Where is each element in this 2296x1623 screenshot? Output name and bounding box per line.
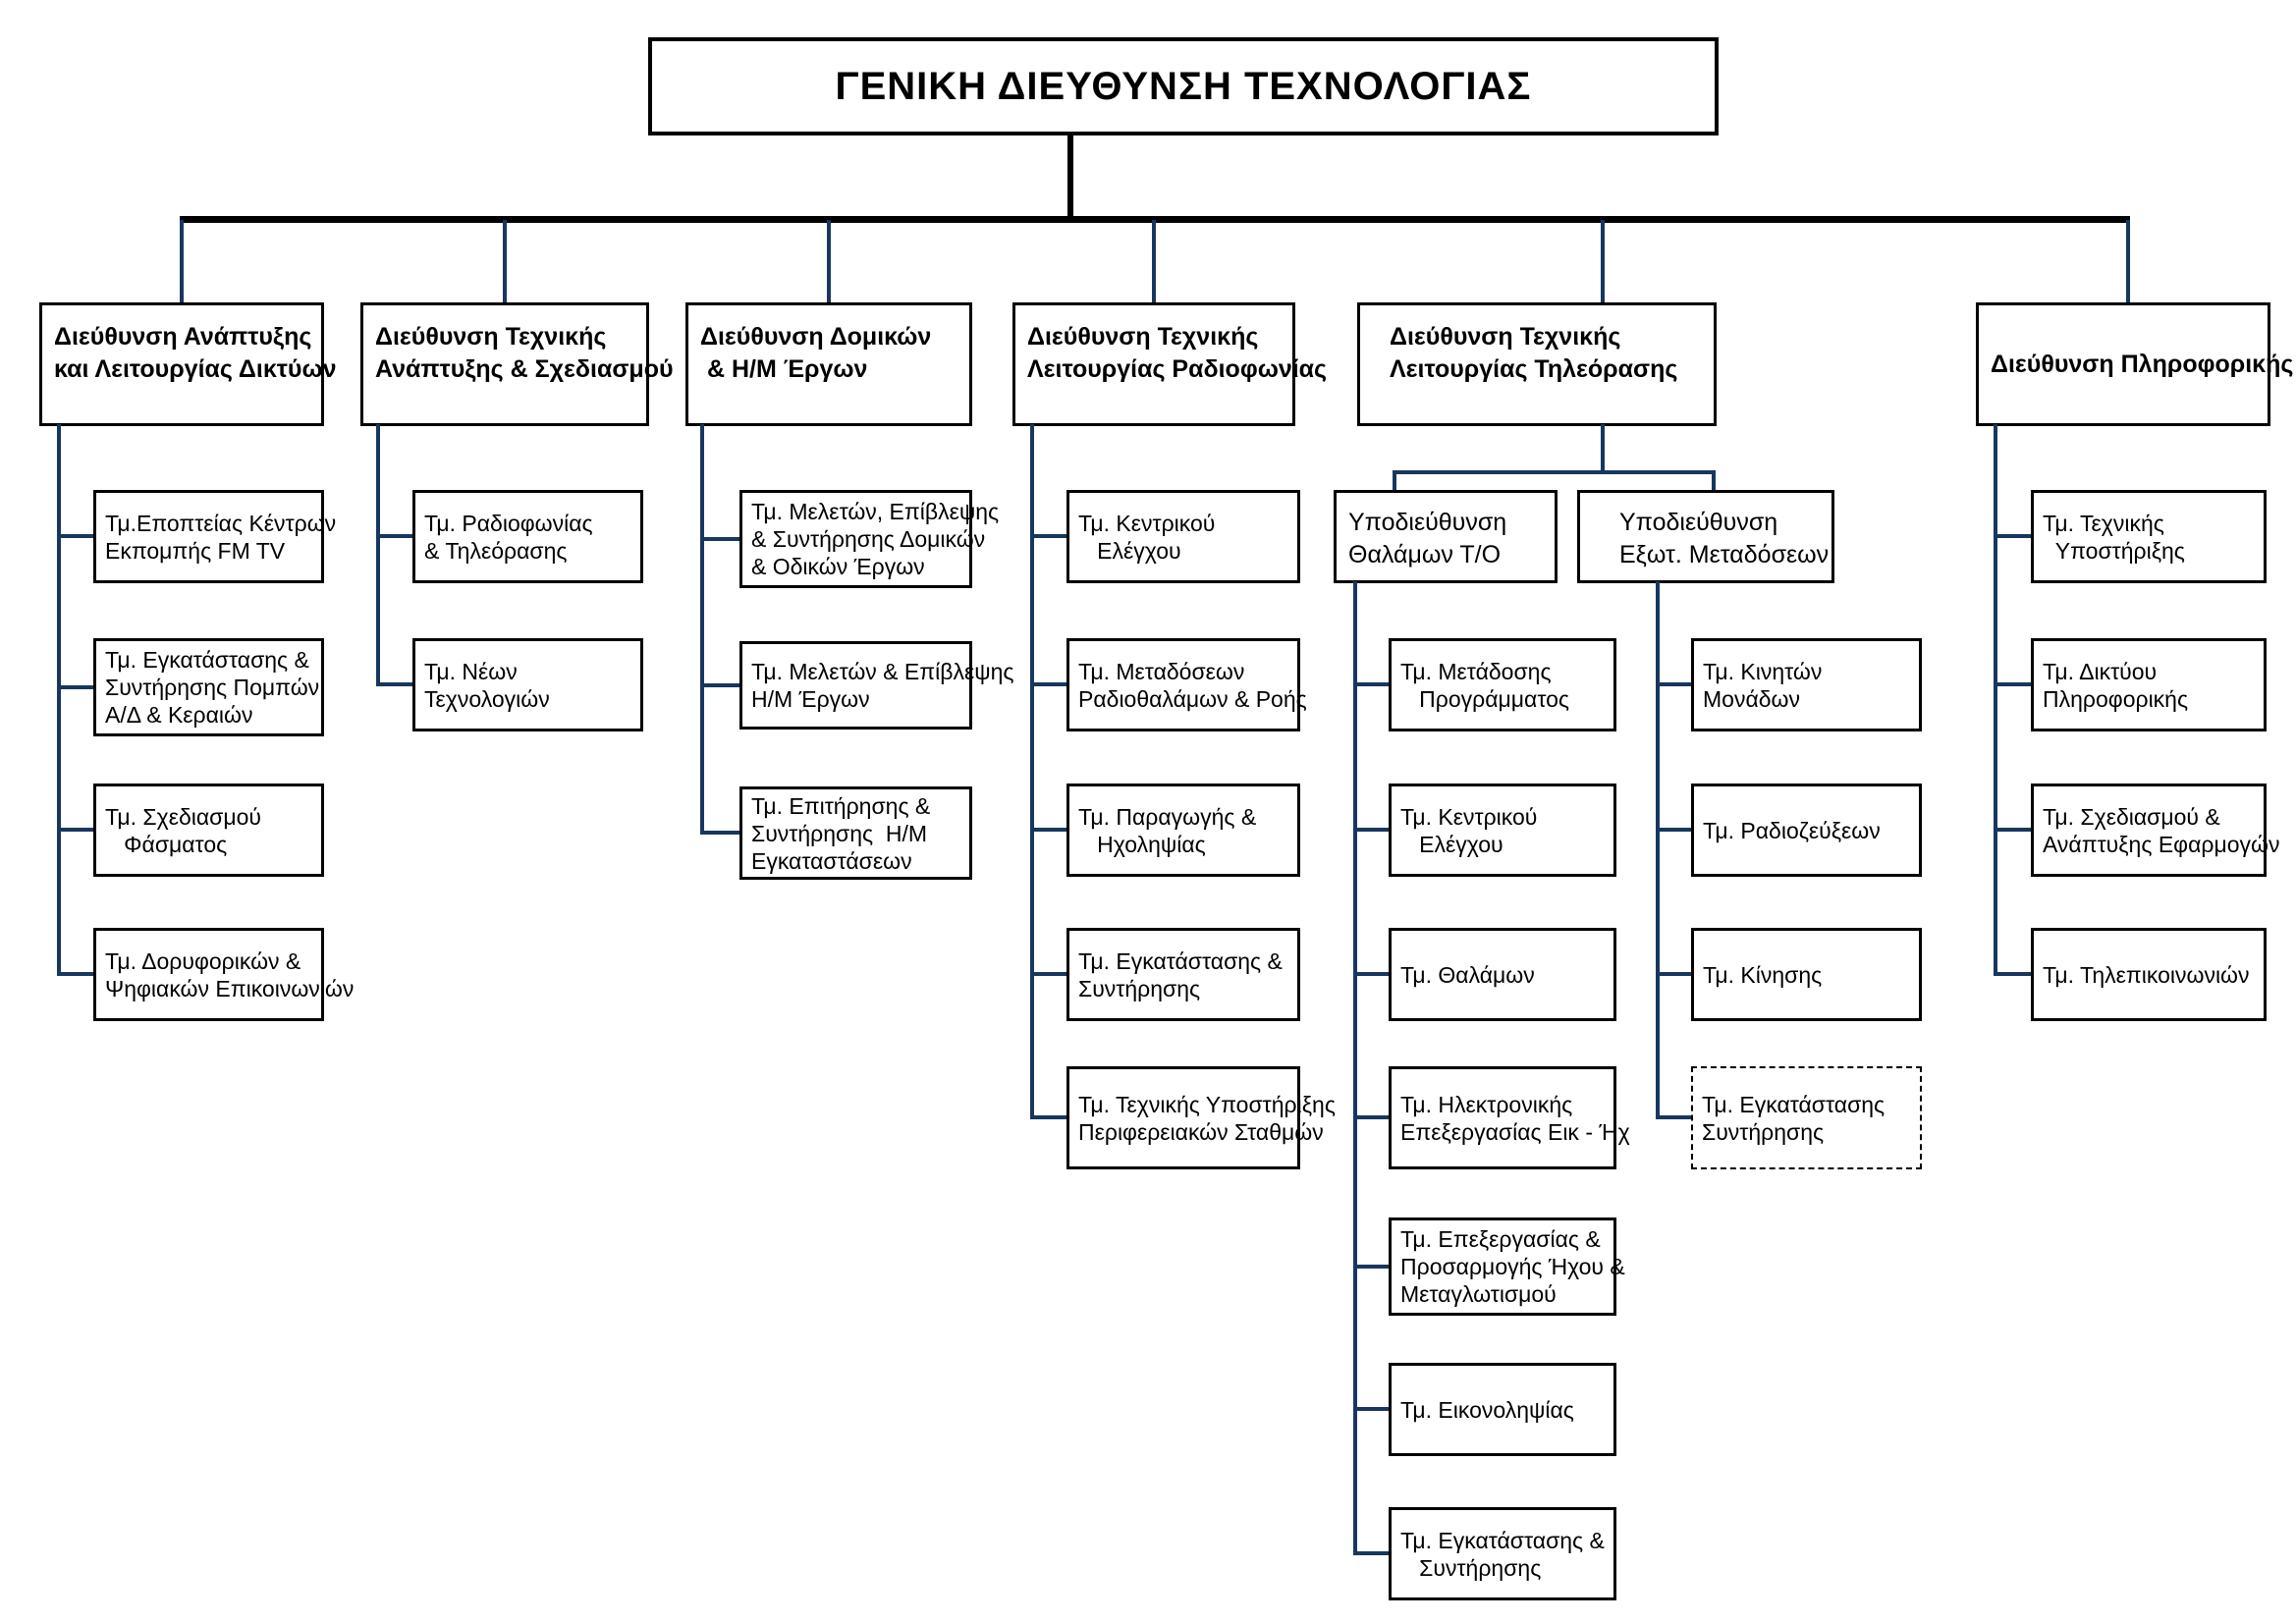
connector-line [1353, 1407, 1391, 1411]
unit-transmitter-installation: Τμ. Εγκατάστασης & Συντήρησης Πομπών, Α/… [93, 638, 326, 736]
connector-line [1353, 1551, 1391, 1555]
connector-line [1353, 1265, 1391, 1269]
unit-radio-central-control: Τμ. Κεντρικού Ελέγχου [1066, 490, 1300, 583]
connector-line [1353, 972, 1391, 976]
unit-satellite-digital: Τμ. Δορυφορικών & Ψηφιακών Επικοινωνιών [93, 928, 354, 1021]
connector-line [1601, 220, 1605, 304]
unit-tv-central-control: Τμ. Κεντρικού Ελέγχου [1389, 784, 1616, 877]
unit-fm-tv-centers: Τμ.Εποπτείας Κέντρων Εκπομπής FM TV [93, 490, 336, 583]
connector-line [1152, 220, 1156, 304]
connector-line [1030, 972, 1068, 976]
connector-line [1353, 828, 1391, 832]
dept-header-informatics: Διεύθυνση Πληροφορικής [1976, 302, 2293, 426]
subdept-header-external-transmissions: Υποδιεύθυνση Εξωτ. Μεταδόσεων [1577, 490, 1834, 583]
connector-line [376, 682, 414, 686]
dept-header-structural-works: Διεύθυνση Δομικών & Η/Μ Έργων [685, 302, 972, 426]
unit-traffic: Τμ. Κίνησης [1691, 928, 1922, 1021]
connector-line [1030, 534, 1068, 538]
connector-line [1353, 581, 1357, 1555]
unit-camera-operation: Τμ. Εικονοληψίας [1389, 1363, 1616, 1456]
unit-em-works-studies: Τμ. Μελετών & Επίβλεψης Η/Μ Έργων [739, 641, 1013, 730]
connector-line [376, 424, 380, 686]
unit-technical-support: Τμ. Τεχνικής Υποστήριξης [2031, 490, 2267, 583]
connector-line [180, 220, 184, 304]
connector-line [1393, 470, 1716, 474]
unit-production-sound: Τμ. Παραγωγής & Ηχοληψίας [1066, 784, 1300, 877]
dept-header-technical-development: Διεύθυνση Τεχνικής Ανάπτυξης & Σχεδιασμο… [360, 302, 674, 426]
unit-mobile-units: Τμ. Κινητών Μονάδων [1691, 638, 1922, 731]
unit-em-installations: Τμ. Επιτήρησης & Συντήρησης Η/Μ Εγκαταστ… [739, 786, 972, 880]
connector-line [1656, 581, 1660, 1119]
unit-program-transmission: Τμ. Μετάδοσης Προγράμματος [1389, 638, 1616, 731]
connector-line [700, 424, 704, 835]
unit-new-technologies: Τμ. Νέων Τεχνολογιών [412, 638, 643, 731]
connector-line [700, 831, 741, 835]
connector-line [2126, 220, 2130, 304]
connector-line [57, 972, 95, 976]
root-title-box: ΓΕΝΙΚΗ ΔΙΕΥΘΥΝΣΗ ΤΕΧΝΟΛΟΓΙΑΣ [648, 37, 1719, 135]
connector-line [1601, 424, 1605, 474]
unit-regional-stations-support: Τμ. Τεχνικής Υποστήριξης Περιφερειακών Σ… [1066, 1066, 1336, 1169]
connector-line [503, 220, 507, 304]
connector-line [1656, 828, 1693, 832]
connector-line [1656, 682, 1693, 686]
dept-header-networks: Διεύθυνση Ανάπτυξης και Λειτουργίας Δικτ… [39, 302, 337, 426]
connector-line [1994, 534, 2033, 538]
unit-radio-booth-transmissions: Τμ. Μεταδόσεων Ραδιοθαλάμων & Ροής [1066, 638, 1307, 731]
connector-line [1656, 1115, 1693, 1119]
unit-app-design-development: Τμ. Σχεδιασμού & Ανάπτυξης Εφαρμογών [2031, 784, 2279, 877]
dept-header-tv-operations: Διεύθυνση Τεχνικής Λειτουργίας Τηλεόραση… [1357, 302, 1717, 426]
connector-line [376, 534, 414, 538]
unit-radio-installation-maintenance: Τμ. Εγκατάστασης & Συντήρησης [1066, 928, 1300, 1021]
unit-radio-tv: Τμ. Ραδιοφωνίας & Τηλεόρασης [412, 490, 643, 583]
connector-line [700, 683, 741, 687]
dept-header-radio-operations: Διεύθυνση Τεχνικής Λειτουργίας Ραδιοφωνί… [1012, 302, 1327, 426]
connector-line [1393, 470, 1396, 492]
connector-line [180, 216, 2130, 223]
unit-sound-adaptation-dubbing: Τμ. Επεξεργασίας & Προσαρμογής Ήχου & Με… [1389, 1217, 1625, 1316]
unit-spectrum-planning: Τμ. Σχεδιασμού Φάσματος [93, 784, 324, 877]
unit-telecommunications: Τμ. Τηλεπικοινωνιών [2031, 928, 2267, 1021]
unit-structural-road-works: Τμ. Μελετών, Επίβλεψης & Συντήρησης Δομι… [739, 490, 999, 588]
unit-electronic-processing: Τμ. Ηλεκτρονικής Επεξεργασίας Εικ - Ήχ [1389, 1066, 1630, 1169]
unit-ext-installation-maintenance: Τμ. Εγκατάστασης Συντήρησης [1691, 1066, 1922, 1169]
connector-line [827, 220, 831, 304]
unit-it-network: Τμ. Δικτύου Πληροφορικής [2031, 638, 2267, 731]
connector-line [1030, 1115, 1068, 1119]
connector-line [57, 685, 95, 689]
connector-line [1353, 682, 1391, 686]
subdept-header-tv-booths: Υποδιεύθυνση Θαλάμων Τ/Ο [1334, 490, 1558, 583]
connector-line [1656, 972, 1693, 976]
unit-tv-installation-maintenance: Τμ. Εγκατάστασης & Συντήρησης [1389, 1507, 1616, 1600]
connector-line [57, 534, 95, 538]
connector-line [1994, 972, 2033, 976]
connector-line [700, 537, 741, 541]
unit-booths: Τμ. Θαλάμων [1389, 928, 1616, 1021]
connector-line [1030, 424, 1034, 1119]
connector-line [1067, 134, 1073, 220]
connector-line [1994, 424, 1997, 976]
connector-line [1353, 1115, 1391, 1119]
connector-line [57, 828, 95, 832]
connector-line [1030, 682, 1068, 686]
connector-line [1994, 682, 2033, 686]
unit-radio-links: Τμ. Ραδιοζεύξεων [1691, 784, 1922, 877]
connector-line [1712, 470, 1716, 492]
connector-line [1994, 828, 2033, 832]
connector-line [1030, 828, 1068, 832]
connector-line [57, 424, 61, 976]
